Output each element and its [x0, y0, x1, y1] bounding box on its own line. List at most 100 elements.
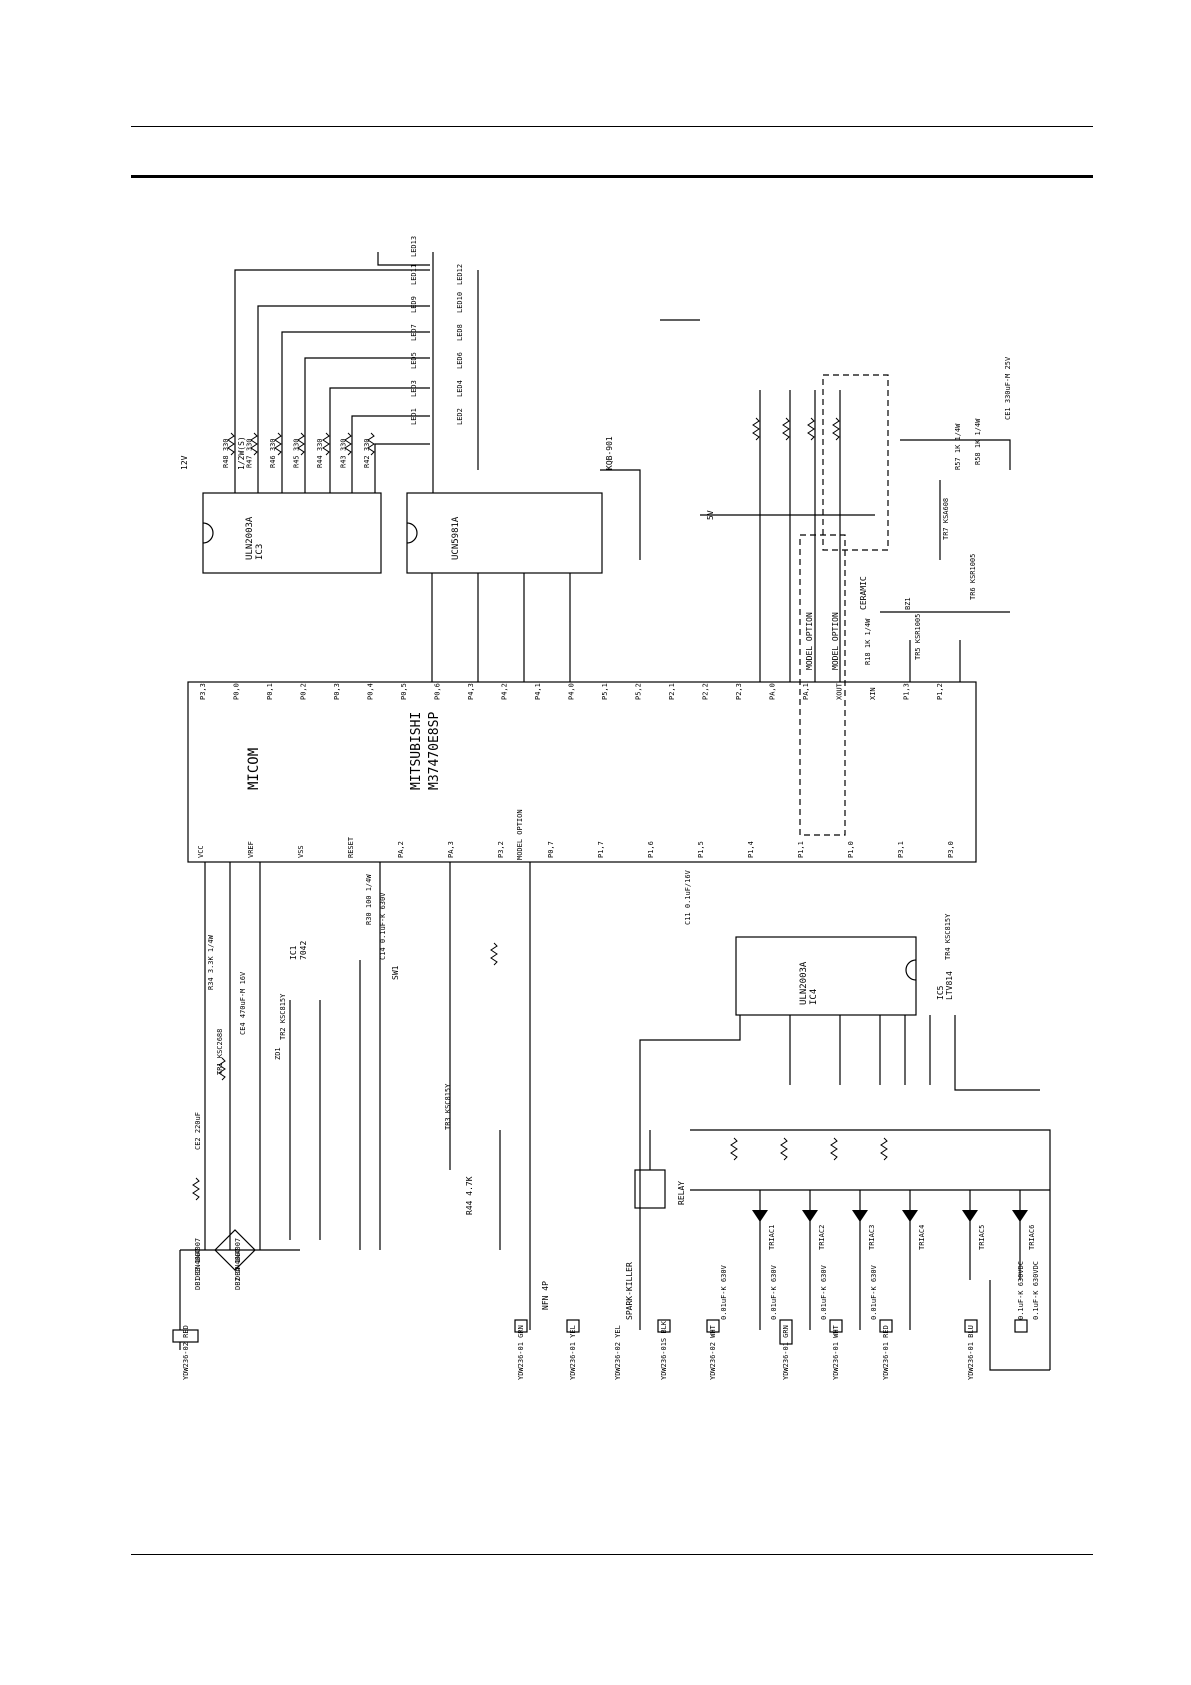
misc-part-label: R57 1K 1/4W: [954, 423, 962, 470]
resistor-r44-label: R44 4.7K: [465, 1176, 474, 1215]
led-resistor-label: R48 330: [222, 438, 230, 468]
led-label: LED9: [410, 296, 418, 313]
transistor-label: TR2 KSC815Y: [279, 993, 287, 1040]
model-option-2: MODEL OPTION: [831, 612, 840, 670]
micom-pin-right: P0,7: [547, 841, 555, 858]
misc-part-label: CE2 220uF: [194, 1112, 202, 1150]
ic3-part: ULN2003A: [245, 516, 255, 560]
misc-part-label: R18 1K 1/4W: [864, 618, 872, 665]
triac-label: TRIAC4: [918, 1225, 926, 1250]
led-label: LED4: [456, 380, 464, 397]
micom-pin-left: P3,3: [199, 683, 207, 700]
capacitor-label: 0.01uF-K 630V: [720, 1264, 728, 1320]
micom-part: M37470E8SP: [427, 712, 442, 790]
supply-12v-label: 12V: [180, 455, 189, 470]
connector-labels: YDW236-02 RED YDW236-01 GRN YDW236-01 YEL Y…: [182, 1320, 975, 1380]
micom-pin-right: P3,1: [897, 841, 905, 858]
led-label: LED7: [410, 324, 418, 341]
micom-pin-left: P1,3: [903, 683, 911, 700]
micom-pin-right: P1,7: [597, 841, 605, 858]
micom-pin-right: P3,2: [497, 841, 505, 858]
label-layer: MICOM MITSUBISHI M37470E8SP ULN2003A IC3…: [180, 436, 954, 1320]
misc-part-label: CE1 330uF-M 25V: [1004, 356, 1012, 420]
micom-pin-left: P4,0: [568, 683, 576, 700]
connector-label: YDW236-01 BLU: [967, 1325, 975, 1380]
top-thin-rule: [131, 126, 1093, 127]
micom-pin-left: P2,1: [668, 683, 676, 700]
micom-pin-right: P1,1: [797, 841, 805, 858]
led-resistor-label: R46 330: [269, 438, 277, 468]
micom-pin-left: P5,1: [601, 683, 609, 700]
model-option-1: MODEL OPTION: [805, 612, 814, 670]
micom-pin-left: P0,5: [400, 683, 408, 700]
capacitor-label: 0.01uF-K 630V: [820, 1264, 828, 1320]
led-label: LED8: [456, 324, 464, 341]
led-label: LED5: [410, 352, 418, 369]
ic2-body: [406, 492, 603, 574]
led-label: LED10: [456, 292, 464, 313]
wire-layer: [179, 252, 1051, 1371]
model-option-3: MODEL OPTION: [516, 809, 524, 860]
bridge-diode-label: DB1 1N4007: [194, 1248, 202, 1290]
connector-label: YDW236-01 YEL: [569, 1325, 577, 1380]
led-resistor-label: R44 330: [316, 438, 324, 468]
micom-pin-right: P1,5: [697, 841, 705, 858]
connector-label: YDW236-02 YEL: [614, 1325, 622, 1380]
bridge-diode-label: DB4 1N4007: [234, 1238, 242, 1280]
transistor-label: TR1 KSC2688: [216, 1029, 224, 1075]
led-label: LED6: [456, 352, 464, 369]
misc-part-label: CE4 470uF-M 16V: [239, 971, 247, 1035]
ic3-body: [202, 492, 382, 574]
misc-part-label: C14 0.1uF-K 630V: [379, 892, 387, 960]
bridge-rectifier: [214, 1229, 256, 1271]
triac-label: TRIAC5: [978, 1225, 986, 1250]
micom-pin-right: PA,2: [397, 841, 405, 858]
misc-part-label: R58 1K 1/4W: [974, 418, 982, 465]
transistor-label: TR6 KSR1005: [969, 554, 977, 600]
misc-part-label: BZ1: [904, 597, 912, 610]
switch-part-label: KQB-901: [605, 436, 614, 470]
transistor-label: TR7 KSA608: [942, 498, 950, 540]
ic5-part: LTV814: [945, 971, 954, 1000]
micom-pin-left: P2,2: [702, 683, 710, 700]
ic2-name: UCN5981A: [451, 516, 461, 560]
micom-pin-left: P0,2: [300, 683, 308, 700]
led-label: LED13: [410, 236, 418, 257]
bottom-rule: [131, 1554, 1093, 1555]
micom-body: [187, 681, 977, 863]
micom-pin-left: P4,3: [467, 683, 475, 700]
connector-label: YDW236-02 WHT: [709, 1324, 717, 1380]
res-spec-label: 1/2W(S): [237, 436, 246, 470]
ic1-name: IC1: [289, 945, 298, 960]
ceramic-label: CERAMIC: [859, 576, 868, 610]
misc-part-label: R34 3.3K 1/4W: [207, 934, 215, 990]
connector-symbols: [172, 1319, 1028, 1345]
micom-pin-left: PA,1: [802, 683, 810, 700]
micom-pin-left: P1,2: [936, 683, 944, 700]
connector-label: YDW236-02 RED: [182, 1325, 190, 1380]
micom-pin-left: P2,3: [735, 683, 743, 700]
switch-sw1-label: SW1: [391, 965, 400, 980]
bridge-diode-label: DB3 1N4007: [194, 1238, 202, 1280]
transistor-label: TR5 KSR1005: [914, 614, 922, 660]
micom-pin-right: P1,4: [747, 841, 755, 858]
micom-pin-right: VSS: [297, 845, 305, 858]
ic1-part: 7042: [299, 941, 308, 960]
micom-maker: MITSUBISHI: [409, 712, 424, 790]
micom-pin-right: P1,0: [847, 841, 855, 858]
misc-part-label: R30 100 1/4W: [365, 874, 373, 925]
capacitor-label: 0.1uF-K 630VDC: [1032, 1261, 1040, 1320]
micom-pin-left: P4,2: [501, 683, 509, 700]
micom-pin-right: PA,3: [447, 841, 455, 858]
led-label: LED3: [410, 380, 418, 397]
micom-pin-right: RESET: [347, 836, 355, 858]
micom-pin-left: P0,0: [233, 683, 241, 700]
micom-title: MICOM: [246, 748, 262, 790]
micom-pin-right: VREF: [247, 841, 255, 858]
supply-5v-label: 5V: [706, 510, 715, 520]
ic4-body: [735, 936, 917, 1016]
connector-label: YDW236-01 GRN: [517, 1325, 525, 1380]
